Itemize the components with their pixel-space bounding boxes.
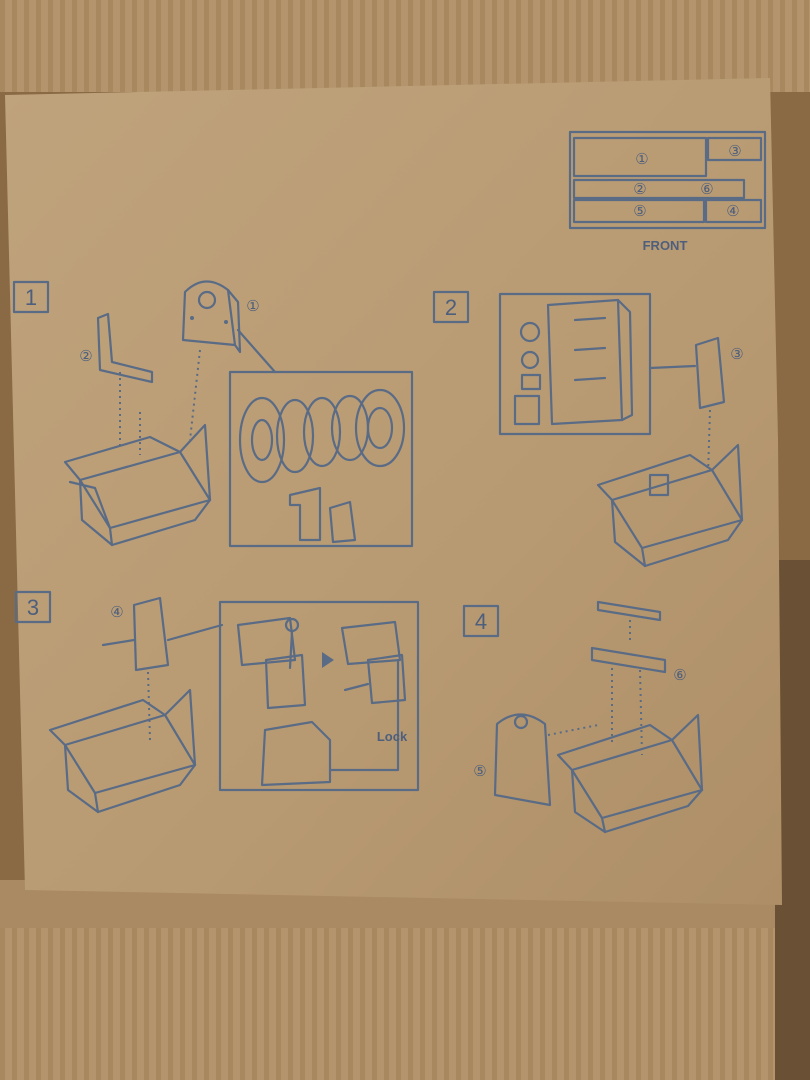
step-3-number: 3 bbox=[27, 595, 39, 620]
upper-box-edge bbox=[0, 0, 810, 92]
step-4-number: 4 bbox=[475, 609, 487, 634]
step-1: 1 ① ② bbox=[12, 280, 414, 548]
key-label-2: ② bbox=[633, 181, 646, 198]
fan-housing-part bbox=[181, 280, 242, 354]
key-label-6: ⑥ bbox=[700, 181, 713, 198]
part-label-6: ⑥ bbox=[673, 667, 686, 684]
step-1-number: 1 bbox=[25, 285, 37, 310]
key-label-5: ⑤ bbox=[633, 203, 646, 220]
chute-panel-exploded bbox=[513, 298, 634, 426]
step-2-detail-inset bbox=[498, 292, 652, 436]
top-bar-part bbox=[590, 646, 667, 674]
side-panel-part bbox=[694, 336, 726, 410]
step-2: 2 ③ bbox=[432, 290, 744, 568]
motor-install-diagram bbox=[236, 616, 407, 787]
part-label-2: ② bbox=[79, 348, 92, 365]
step-3: 3 ④ Lock bbox=[14, 590, 420, 814]
step-3-detail-inset bbox=[218, 600, 420, 792]
cardboard-panel bbox=[5, 78, 782, 905]
front-caption: FRONT bbox=[643, 238, 688, 253]
open-box-step-1 bbox=[63, 423, 212, 547]
open-box-step-2 bbox=[596, 443, 744, 568]
step-4: 4 ⑥ ⑤ bbox=[462, 600, 704, 834]
key-label-1: ① bbox=[635, 151, 648, 168]
mount-bracket bbox=[288, 486, 322, 542]
key-label-4: ④ bbox=[726, 203, 739, 220]
motor-block-part bbox=[132, 596, 170, 672]
part-label-5: ⑤ bbox=[473, 763, 486, 780]
open-box-step-3 bbox=[48, 688, 197, 814]
layout-key: ① ③ ② ⑥ ⑤ ④ FRONT bbox=[568, 130, 767, 253]
open-box-step-4 bbox=[556, 713, 704, 834]
l-bracket-part bbox=[96, 312, 154, 384]
lock-label: Lock bbox=[377, 729, 408, 744]
step-1-detail-inset bbox=[228, 370, 414, 548]
part-label-1: ① bbox=[246, 298, 259, 315]
fan-assembly-exploded bbox=[238, 388, 406, 484]
rod-part bbox=[596, 600, 662, 622]
part-label-3: ③ bbox=[730, 346, 743, 363]
step-2-number: 2 bbox=[445, 295, 457, 320]
key-label-3: ③ bbox=[728, 143, 741, 160]
end-panel-part bbox=[493, 713, 552, 807]
part-label-4: ④ bbox=[110, 604, 123, 621]
